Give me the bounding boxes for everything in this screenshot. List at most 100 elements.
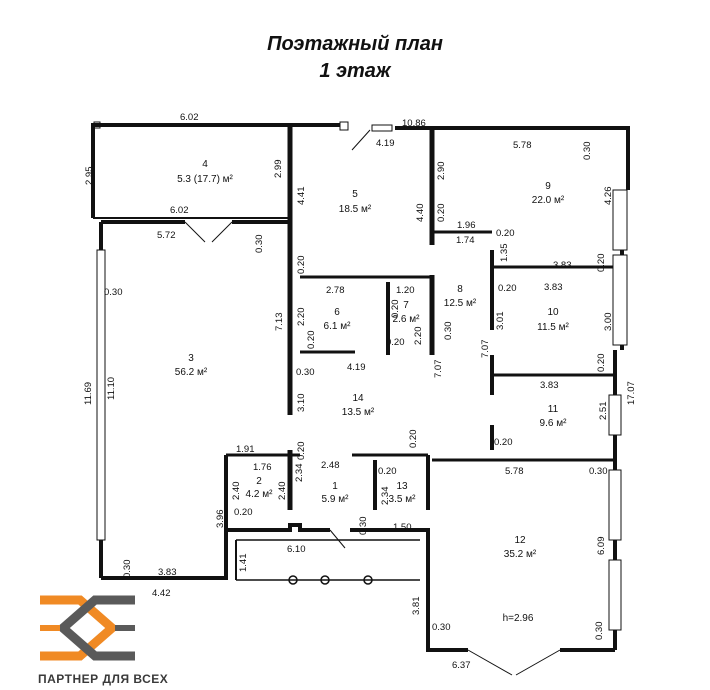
- dimension-label: 6.02: [180, 112, 199, 123]
- dimension-label: 0.20: [386, 337, 405, 348]
- plan-title-line2: 1 этаж: [319, 60, 391, 82]
- dimension-label: 2.95: [84, 167, 95, 186]
- dimension-label: 7.07: [433, 360, 444, 379]
- dimension-label: 4.42: [152, 588, 171, 599]
- room-number: 1: [332, 481, 338, 492]
- dimension-label: 0.30: [358, 517, 369, 536]
- dimension-label: 5.78: [513, 140, 532, 151]
- column-2: [320, 575, 330, 585]
- dimension-label: 0.30: [122, 560, 133, 579]
- room-number: 7: [403, 300, 409, 311]
- dimension-label: 1.41: [238, 554, 249, 573]
- dimension-label: 5.78: [505, 466, 524, 477]
- dimension-label: 2.40: [231, 482, 242, 501]
- dimension-label: 4.26: [603, 187, 614, 206]
- dimension-label: 0.20: [378, 466, 397, 477]
- dimension-label: 11.10: [106, 377, 117, 400]
- dimension-label: 1.76: [253, 462, 272, 473]
- dimension-label: 2.90: [436, 162, 447, 181]
- room-number: 14: [352, 393, 364, 404]
- dimension-label: 4.19: [376, 138, 395, 149]
- dimension-label: 0.20: [306, 331, 317, 350]
- dimension-label: 0.20: [296, 442, 307, 461]
- dimension-label: 0.30: [296, 367, 315, 378]
- dimension-label: 7.07: [480, 340, 491, 359]
- dimension-label: 4.40: [415, 204, 426, 223]
- logo-orange-mark: [40, 595, 119, 661]
- dimension-label: 17.07: [626, 381, 637, 405]
- dimension-label: 10.86: [402, 118, 426, 129]
- room-number: 4: [202, 159, 208, 170]
- dimension-label: 5.72: [157, 230, 176, 241]
- dimension-label: 7.13: [274, 313, 285, 332]
- room-number: 9: [545, 181, 551, 192]
- dimension-label: 0.30: [582, 142, 593, 161]
- dimension-label: 0.20: [496, 228, 515, 239]
- brand-logo: [40, 595, 135, 661]
- dimension-label: 0.30: [443, 322, 454, 341]
- dimension-label: 3.83: [553, 260, 572, 271]
- dimension-label: 0.20: [390, 300, 401, 319]
- dimension-label: 0.20: [296, 256, 307, 275]
- column-1: [288, 575, 298, 585]
- dimension-label: 0.30: [104, 287, 123, 298]
- dimension-label: 0.20: [596, 254, 607, 273]
- dimension-label: 4.19: [347, 362, 366, 373]
- dimension-label: 2.40: [277, 482, 288, 501]
- door-swings: [93, 121, 561, 676]
- dimension-label: 0.20: [234, 507, 253, 518]
- room-number: 8: [457, 284, 463, 295]
- room-area: 9.6 м²: [540, 418, 568, 429]
- dimension-label: 2.48: [321, 460, 340, 471]
- room-number: 3: [188, 353, 194, 364]
- dimension-label: 3.83: [540, 380, 559, 391]
- dimension-label: 1.74: [456, 235, 475, 246]
- room-area: 35.2 м²: [504, 549, 537, 560]
- dimension-label: 2.78: [326, 285, 345, 296]
- room-area: 13.5 м²: [342, 407, 375, 418]
- dimension-label: 3.01: [495, 312, 506, 331]
- dimension-label: 1.91: [236, 444, 255, 455]
- dimension-label: 0.30: [594, 622, 605, 641]
- windows: [96, 189, 628, 631]
- dimension-label: 1.35: [499, 244, 510, 263]
- dimension-label: 1.20: [396, 285, 415, 296]
- dimension-label: 3.00: [603, 313, 614, 332]
- room-number: 13: [396, 481, 408, 492]
- dimension-label: 2.20: [296, 308, 307, 327]
- dimension-label: 0.30: [589, 466, 608, 477]
- room-area: 56.2 м²: [175, 367, 208, 378]
- dimension-label: 0.30: [432, 622, 451, 633]
- columns: [288, 575, 373, 585]
- dimension-label: 3.83: [158, 567, 177, 578]
- room-area: 22.0 м²: [532, 195, 565, 206]
- dimension-label: 6.37: [452, 660, 471, 671]
- room-number: 12: [514, 535, 526, 546]
- dimension-label: 3.81: [411, 597, 422, 616]
- dimension-label: 2.34: [294, 464, 305, 483]
- dimension-label: 0.20: [596, 354, 607, 373]
- room-area: 11.5 м²: [537, 322, 569, 333]
- dimension-label: 3.83: [544, 282, 563, 293]
- dimension-label: 6.10: [287, 544, 306, 555]
- dimension-label: 3.10: [296, 394, 307, 413]
- room-number: 6: [334, 307, 340, 318]
- plan-title-line1: Поэтажный план: [267, 33, 443, 55]
- room-labels: 4 5.3 (17.7) м² 5 18.5 м² 9 22.0 м² 8 12…: [175, 159, 570, 624]
- dimension-label: 0.30: [254, 235, 265, 254]
- dimension-label: 2.51: [598, 402, 609, 421]
- ceiling-height: h=2.96: [503, 613, 534, 624]
- dimension-label: 2.20: [413, 327, 424, 346]
- dimension-label: 1.96: [457, 220, 476, 231]
- dimension-label: 11.69: [83, 382, 94, 405]
- dimension-label: 2.99: [273, 160, 284, 179]
- dimension-label: 0.20: [494, 437, 513, 448]
- dimension-label: 4.41: [296, 187, 307, 206]
- dimension-label: 6.09: [596, 537, 607, 556]
- room-area: 2.6 м²: [393, 314, 421, 325]
- logo-gray-mark: [56, 595, 135, 661]
- room-area: 5.3 (17.7) м²: [177, 174, 233, 185]
- room-area: 18.5 м²: [339, 204, 372, 215]
- room-area: 12.5 м²: [444, 298, 477, 309]
